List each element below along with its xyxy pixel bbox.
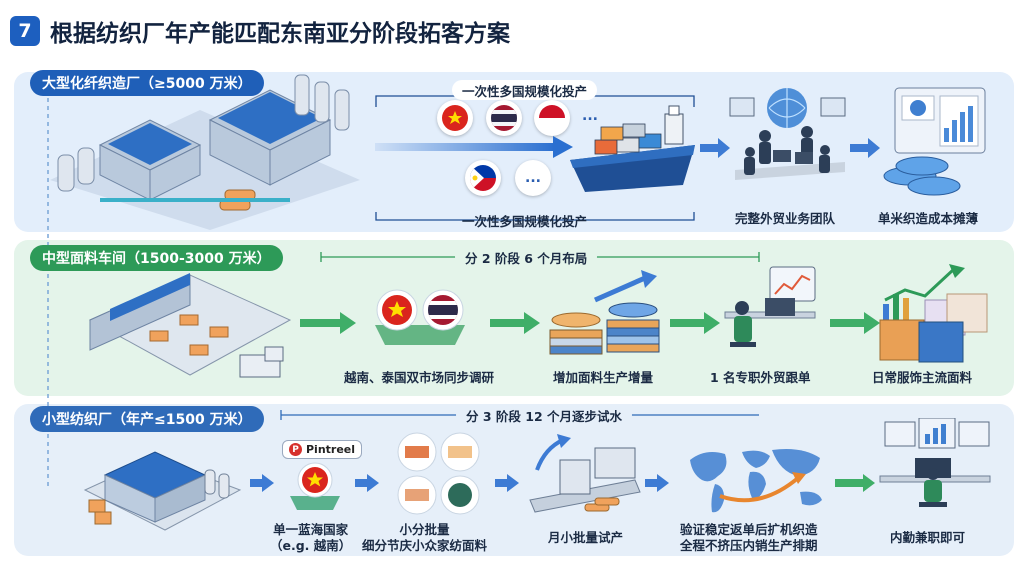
- step-increase-production: 增加面料生产增量: [553, 370, 654, 385]
- apparel-fabric-swatches-illustration: [879, 264, 988, 363]
- small-batch-fabrics-illustration: [397, 432, 480, 515]
- world-map-expansion-illustration: [690, 449, 822, 513]
- step-single-blue-ocean-line2: （e.g. 越南）: [270, 538, 352, 553]
- step-expand-after-reorder-line2: 全程不挤压内销生产排期: [680, 538, 818, 553]
- more-countries-ellipsis: ...: [525, 170, 541, 186]
- fabric-stack-illustration: [549, 270, 660, 355]
- bracket-top-label: 一次性多国规模化投产: [452, 80, 598, 100]
- more-countries-indicator: ...: [582, 108, 598, 124]
- flow-arrow-2: [700, 138, 730, 158]
- foreign-trade-team-illustration: [729, 88, 846, 180]
- vn-th-flag-pins: [375, 289, 465, 345]
- step-single-blue-ocean-line1: 单一蓝海国家: [273, 522, 349, 537]
- indonesia-flag-icon: [534, 100, 570, 136]
- page-title: 根据纺织厂年产能匹配东南亚分阶段拓客方案: [50, 21, 510, 47]
- flow-arrow-s2: [355, 474, 379, 492]
- vietnam-pin-icon: [290, 462, 340, 510]
- section-number-badge: 7: [10, 16, 40, 46]
- step-small-batch-line2: 细分节庆小众家纺面料: [362, 538, 488, 553]
- flow-arrow-s5: [835, 474, 875, 492]
- thailand-flag-icon: [486, 100, 522, 136]
- step-market-research: 越南、泰国双市场同步调研: [344, 370, 495, 385]
- header: 7 根据纺织厂年产能匹配东南亚分阶段拓客方案: [10, 14, 510, 48]
- bracket-bottom: [375, 212, 695, 226]
- more-countries-bubble: ...: [515, 160, 551, 196]
- tier-small-label: 小型纺织厂（年产≤1500 万米）: [30, 406, 264, 432]
- large-factory-illustration: [50, 74, 360, 230]
- step-expand-after-reorder-line1: 验证稳定返单后扩机织造: [680, 522, 818, 537]
- pintreel-platform-name: Pintreel: [306, 443, 356, 456]
- step-small-batch-line1: 小分批量: [399, 522, 450, 537]
- flow-arrow-m2: [490, 312, 540, 334]
- flow-arrow-s3: [495, 474, 519, 492]
- bracket-medium-label: 分 2 阶段 6 个月布局: [455, 247, 598, 267]
- flow-arrow-s4: [645, 474, 669, 492]
- small-factory-illustration: [83, 451, 242, 531]
- pintreel-platform-badge: P Pintreel: [282, 440, 363, 459]
- step-dedicated-staff: 1 名专职外贸跟单: [710, 370, 811, 385]
- bracket-small-label: 分 3 阶段 12 个月逐步试水: [456, 405, 633, 425]
- cargo-ship-illustration: [570, 105, 695, 192]
- flow-arrow-s1: [250, 474, 274, 492]
- pintreel-logo-icon: P: [289, 443, 302, 456]
- step-cost-spread: 单米织造成本摊薄: [878, 211, 979, 226]
- flow-arrow-1: [375, 136, 573, 158]
- medium-workshop-illustration: [88, 273, 292, 378]
- step-part-time-staff-line1: 内勤兼职即可: [890, 530, 966, 545]
- tier-medium-label: 中型面料车间（1500-3000 万米）: [30, 245, 283, 271]
- flow-arrow-m1: [300, 312, 356, 334]
- step-small-batch: 小分批量 细分节庆小众家纺面料: [362, 522, 487, 554]
- vietnam-flag-icon: [437, 100, 473, 136]
- tier-large-label: 大型化纤织造厂（≥5000 万米）: [30, 70, 264, 96]
- back-office-staff-illustration: [879, 418, 991, 507]
- step-part-time-staff: 内勤兼职即可: [890, 530, 965, 546]
- tier-connector-line: [47, 90, 49, 490]
- philippines-flag-icon: [465, 160, 501, 196]
- step-monthly-trial-line1: 月小批量试产: [548, 530, 624, 545]
- trial-production-machine-illustration: [529, 434, 641, 513]
- flow-arrow-m4: [830, 312, 880, 334]
- bracket-bottom-label: 一次性多国规模化投产: [462, 213, 588, 229]
- step-monthly-trial: 月小批量试产: [548, 530, 623, 546]
- step-mainstream-fabric: 日常服饰主流面料: [872, 370, 973, 385]
- trade-follow-up-staff-illustration: [724, 266, 816, 347]
- step-single-blue-ocean: 单一蓝海国家 （e.g. 越南）: [270, 522, 351, 554]
- step-foreign-trade-team: 完整外贸业务团队: [735, 211, 836, 226]
- step-expand-after-reorder: 验证稳定返单后扩机织造 全程不挤压内销生产排期: [680, 522, 818, 554]
- flow-arrow-m3: [670, 312, 720, 334]
- flow-arrow-3: [850, 138, 880, 158]
- cost-dashboard-illustration: [883, 87, 986, 196]
